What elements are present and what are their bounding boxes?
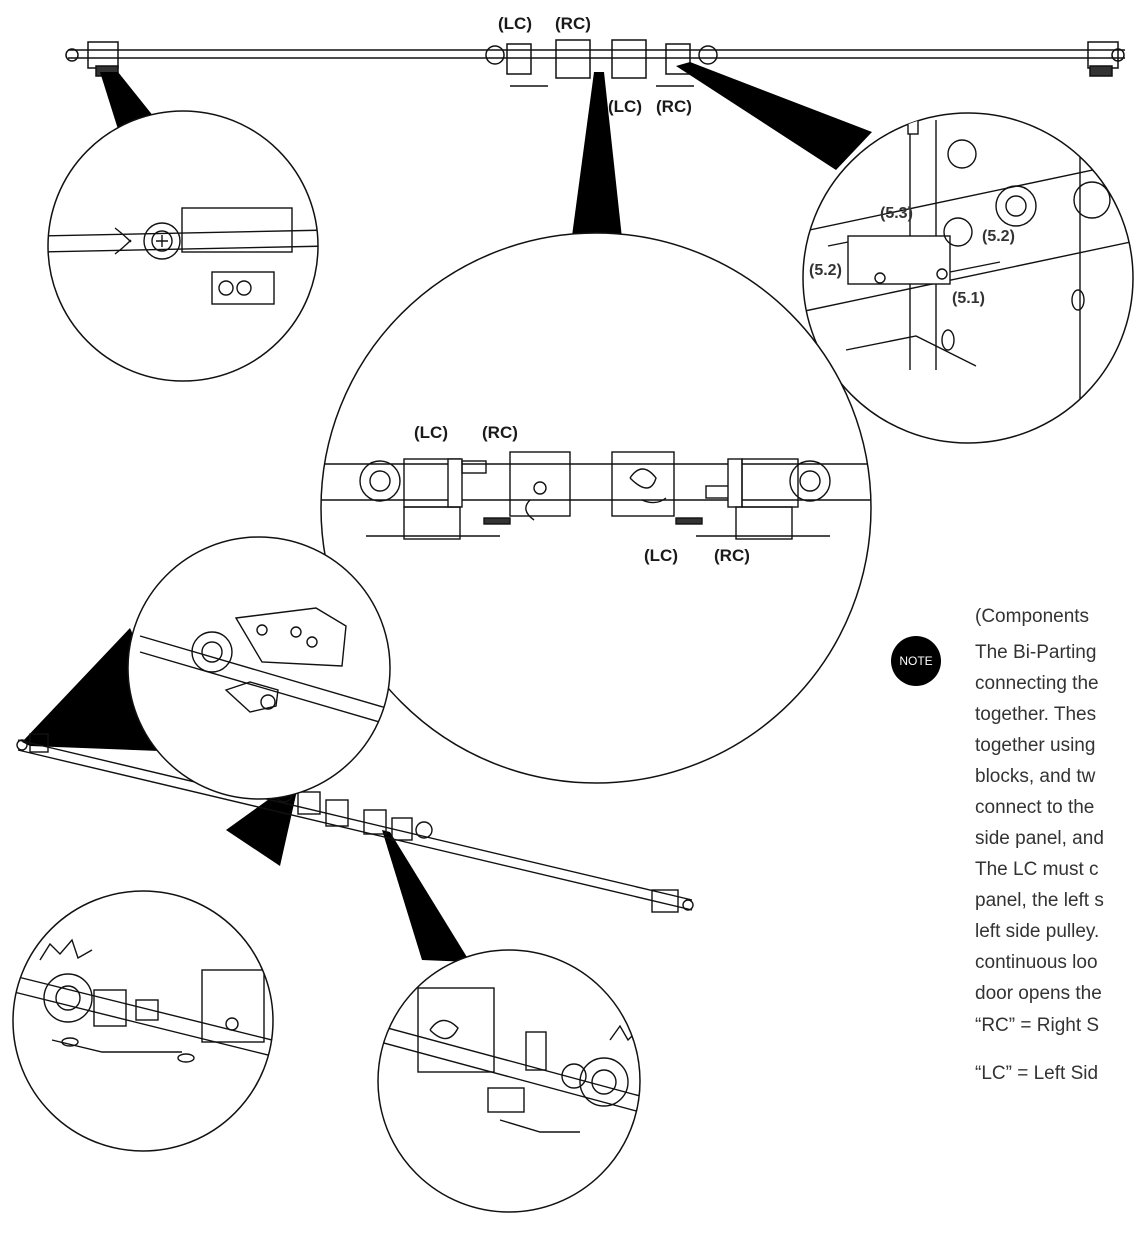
detail-iso-left-pulley xyxy=(127,536,391,800)
detail-center-connection xyxy=(320,232,872,784)
label-top-rc: (RC) xyxy=(555,14,591,33)
detail-iso-left-connector xyxy=(12,890,274,1152)
label-part-5-3: (5.3) xyxy=(880,205,913,222)
note-heading: (Components xyxy=(975,606,1090,627)
note-body: The Bi-Parting connecting the together. … xyxy=(975,637,1134,1009)
note-line: side panel, and xyxy=(975,828,1104,849)
label-top-rc2: (RC) xyxy=(656,97,692,116)
note-line: connecting the xyxy=(975,673,1099,694)
note-line: left side pulley. xyxy=(975,921,1100,942)
label-center-lc2: (LC) xyxy=(644,546,678,565)
label-center-lc: (LC) xyxy=(414,423,448,442)
detail-right-cable-block xyxy=(802,112,1134,444)
note-line: together. Thes xyxy=(975,704,1097,725)
note-line: continuous loo xyxy=(975,952,1098,973)
label-center-rc2: (RC) xyxy=(714,546,750,565)
note-line: door opens the xyxy=(975,983,1102,1004)
note-line: connect to the xyxy=(975,797,1095,818)
note-line: blocks, and tw xyxy=(975,766,1096,787)
isometric-assembly xyxy=(16,733,694,913)
note-line: The Bi-Parting xyxy=(975,642,1097,663)
label-center-rc: (RC) xyxy=(482,423,518,442)
label-part-5-2-right: (5.2) xyxy=(982,228,1015,245)
note-badge: NOTE xyxy=(891,636,941,686)
label-top-lc: (LC) xyxy=(498,14,532,33)
detail-left-end-pulley xyxy=(47,110,319,382)
top-assembly xyxy=(65,39,1125,87)
label-part-5-1: (5.1) xyxy=(952,290,985,307)
label-top-lc2: (LC) xyxy=(608,97,642,116)
note-line: The LC must c xyxy=(975,859,1099,880)
legend-lc: “LC” = Left Sid xyxy=(975,1063,1099,1084)
detail-iso-right-connector xyxy=(377,949,641,1213)
legend-rc: “RC” = Right S xyxy=(975,1015,1100,1036)
callout-labels: (LC) (RC) (LC) (RC) (LC) (RC) (LC) (RC) … xyxy=(414,14,1015,565)
note-line: together using xyxy=(975,735,1096,756)
note-line: panel, the left s xyxy=(975,890,1104,911)
label-part-5-2-left: (5.2) xyxy=(809,262,842,279)
